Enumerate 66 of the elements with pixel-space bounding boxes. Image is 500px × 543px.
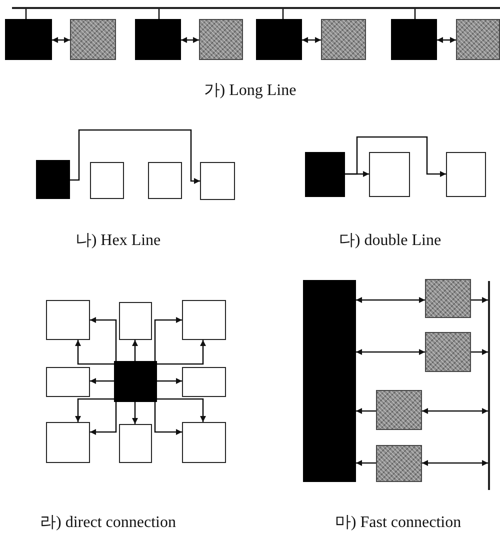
connector-arrow — [422, 408, 488, 414]
connector-line — [25, 9, 27, 19]
outline-block — [119, 424, 152, 463]
connector-arrow — [154, 402, 182, 435]
shaded-block — [376, 390, 422, 430]
outline-block — [148, 162, 182, 199]
solid-block — [114, 361, 157, 402]
connector-arrow — [471, 297, 488, 303]
outline-block — [446, 152, 486, 197]
connector-arrow — [75, 340, 114, 365]
solid-block — [36, 160, 70, 199]
outline-block — [46, 300, 90, 340]
connector-arrow — [356, 408, 376, 414]
connector-arrow — [157, 398, 206, 422]
connector-arrow — [52, 37, 70, 43]
panel-caption: 가) Long Line — [204, 81, 296, 101]
outline-block — [182, 422, 226, 463]
solid-block — [5, 19, 52, 60]
panel-caption: 마) Fast connection — [334, 513, 462, 533]
connector-arrow — [356, 460, 376, 466]
outline-block — [369, 152, 410, 197]
tall-block — [303, 280, 356, 482]
solid-block — [305, 152, 345, 197]
solid-block — [391, 19, 437, 60]
outline-block — [200, 162, 235, 200]
panel-caption: 다) double Line — [338, 231, 442, 251]
connector-arrow — [181, 37, 199, 43]
connector-arrow — [157, 340, 206, 365]
connector-line — [282, 9, 284, 19]
outline-block — [90, 162, 124, 199]
connector-arrow — [302, 37, 321, 43]
shaded-block — [456, 19, 500, 60]
connector-arrow — [90, 402, 117, 435]
connector-arrow — [356, 349, 425, 355]
outline-block — [46, 422, 90, 463]
shaded-block — [70, 19, 116, 60]
bus-line — [12, 7, 500, 9]
shaded-block — [376, 445, 422, 482]
outline-block — [46, 367, 90, 397]
solid-block — [256, 19, 302, 60]
shaded-block — [321, 19, 366, 60]
shaded-block — [425, 332, 471, 372]
connector-line — [158, 9, 160, 19]
outline-block — [119, 302, 152, 340]
connector-arrow — [90, 378, 114, 384]
panel-caption: 라) direct connection — [40, 513, 176, 533]
outline-block — [182, 367, 226, 397]
connector-arrow — [471, 349, 488, 355]
connector-arrow — [132, 402, 138, 424]
connector-arrow — [437, 37, 456, 43]
connector-arrow — [345, 136, 446, 177]
connector-arrow — [157, 378, 182, 384]
connector-arrow — [132, 340, 138, 361]
panel-caption: 나) Hex Line — [75, 231, 161, 251]
shaded-block — [425, 279, 471, 318]
connector-line — [414, 9, 416, 19]
outline-block — [182, 300, 226, 340]
connector-arrow — [356, 297, 425, 303]
connector-arrow — [154, 317, 182, 361]
solid-block — [135, 19, 181, 60]
connector-arrow — [75, 398, 114, 422]
shaded-block — [199, 19, 243, 60]
connector-arrow — [90, 317, 117, 361]
connector-arrow — [422, 460, 488, 466]
bus-line — [488, 281, 490, 490]
connector-arrow — [70, 129, 200, 184]
